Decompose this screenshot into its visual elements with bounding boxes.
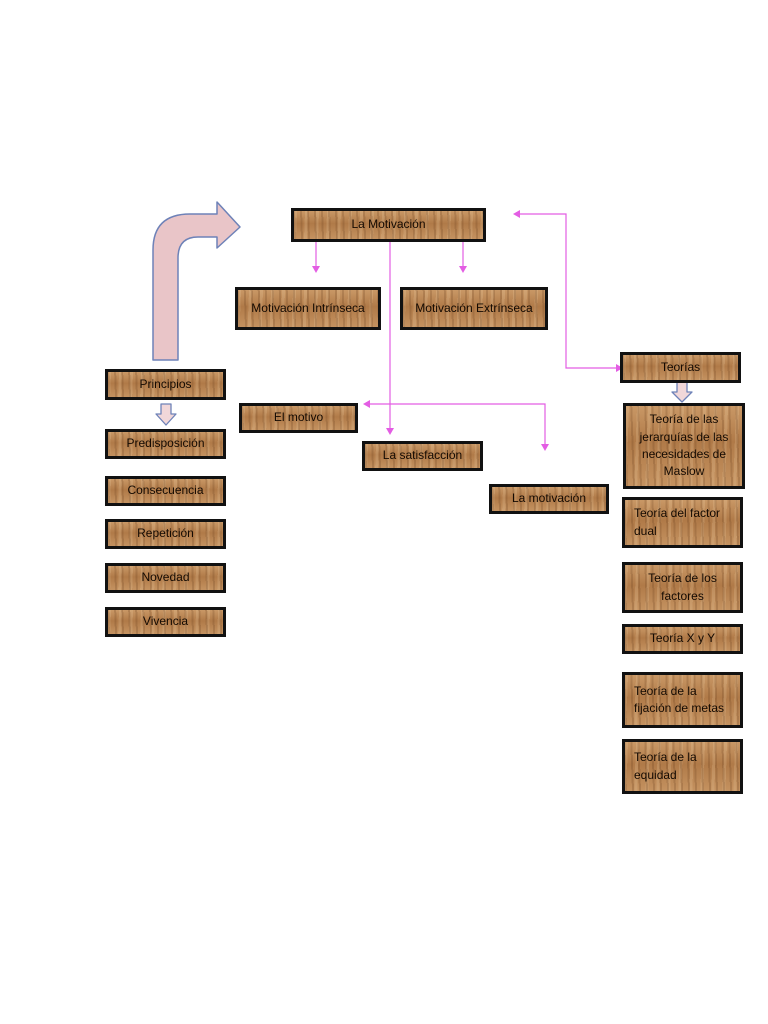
connector-motivo-la-motivacion [370, 403, 546, 444]
node-teoria-factor-dual: Teoría del factor dual [622, 497, 743, 548]
node-label: Teorías [660, 359, 701, 374]
arrowhead-motivacion-top [513, 210, 520, 218]
node-label: Teoría de la equidad [634, 750, 697, 782]
arrowhead-motivo [363, 400, 370, 408]
node-label: Teoría X y Y [649, 631, 716, 646]
arrowhead-la-motivacion [541, 444, 549, 451]
arrowhead-extrinseca [459, 266, 467, 273]
node-label: Predisposición [126, 436, 205, 451]
node-label: Teoría de las jerarquías de las necesida… [639, 412, 729, 479]
node-la-motivacion: La Motivación [291, 208, 486, 242]
big-curved-arrow [152, 201, 241, 361]
node-label: Motivación Intrínseca [251, 300, 365, 315]
node-teoria-xy: Teoría X y Y [622, 624, 743, 654]
node-label: La satisfacción [382, 448, 463, 463]
node-teoria-factores: Teoría de los factores [622, 562, 743, 613]
connector-teorias-motivacion [520, 213, 616, 369]
node-label: Motivación Extrínseca [415, 300, 533, 315]
node-label: Consecuencia [127, 483, 204, 498]
node-consecuencia: Consecuencia [105, 476, 226, 506]
arrowhead-intrinseca [312, 266, 320, 273]
node-el-motivo: El motivo [239, 403, 358, 433]
node-label: Teoría de los factores [648, 571, 717, 603]
node-label: Teoría del factor dual [634, 506, 721, 538]
node-vivencia: Vivencia [105, 607, 226, 637]
node-repeticion: Repetición [105, 519, 226, 549]
node-motivacion-intrinseca: Motivación Intrínseca [235, 287, 381, 330]
node-label: Teoría de la fijación de metas [634, 683, 725, 715]
node-teoria-equidad: Teoría de la equidad [622, 739, 743, 794]
node-teoria-jerarquias: Teoría de las jerarquías de las necesida… [623, 403, 745, 489]
node-motivacion-extrinseca: Motivación Extrínseca [400, 287, 548, 330]
node-principios: Principios [105, 369, 226, 400]
node-label: La motivación [511, 491, 587, 506]
node-label: Novedad [141, 570, 190, 585]
arrowhead-satisfaccion [386, 428, 394, 435]
node-label: Repetición [137, 526, 194, 541]
node-la-satisfaccion: La satisfacción [362, 441, 483, 471]
node-label: Vivencia [142, 614, 189, 629]
node-novedad: Novedad [105, 563, 226, 593]
node-label: Principios [139, 376, 192, 391]
small-down-arrow-principios [155, 403, 177, 426]
node-label: La Motivación [351, 217, 426, 232]
arrowhead-teorias [616, 364, 623, 372]
node-teoria-fijacion-metas: Teoría de la fijación de metas [622, 672, 743, 728]
node-teorias: Teorías [620, 352, 741, 383]
node-predisposicion: Predisposición [105, 429, 226, 459]
node-la-motivacion-sub: La motivación [489, 484, 609, 514]
small-down-arrow-teorias [671, 381, 693, 403]
node-label: El motivo [273, 410, 324, 425]
